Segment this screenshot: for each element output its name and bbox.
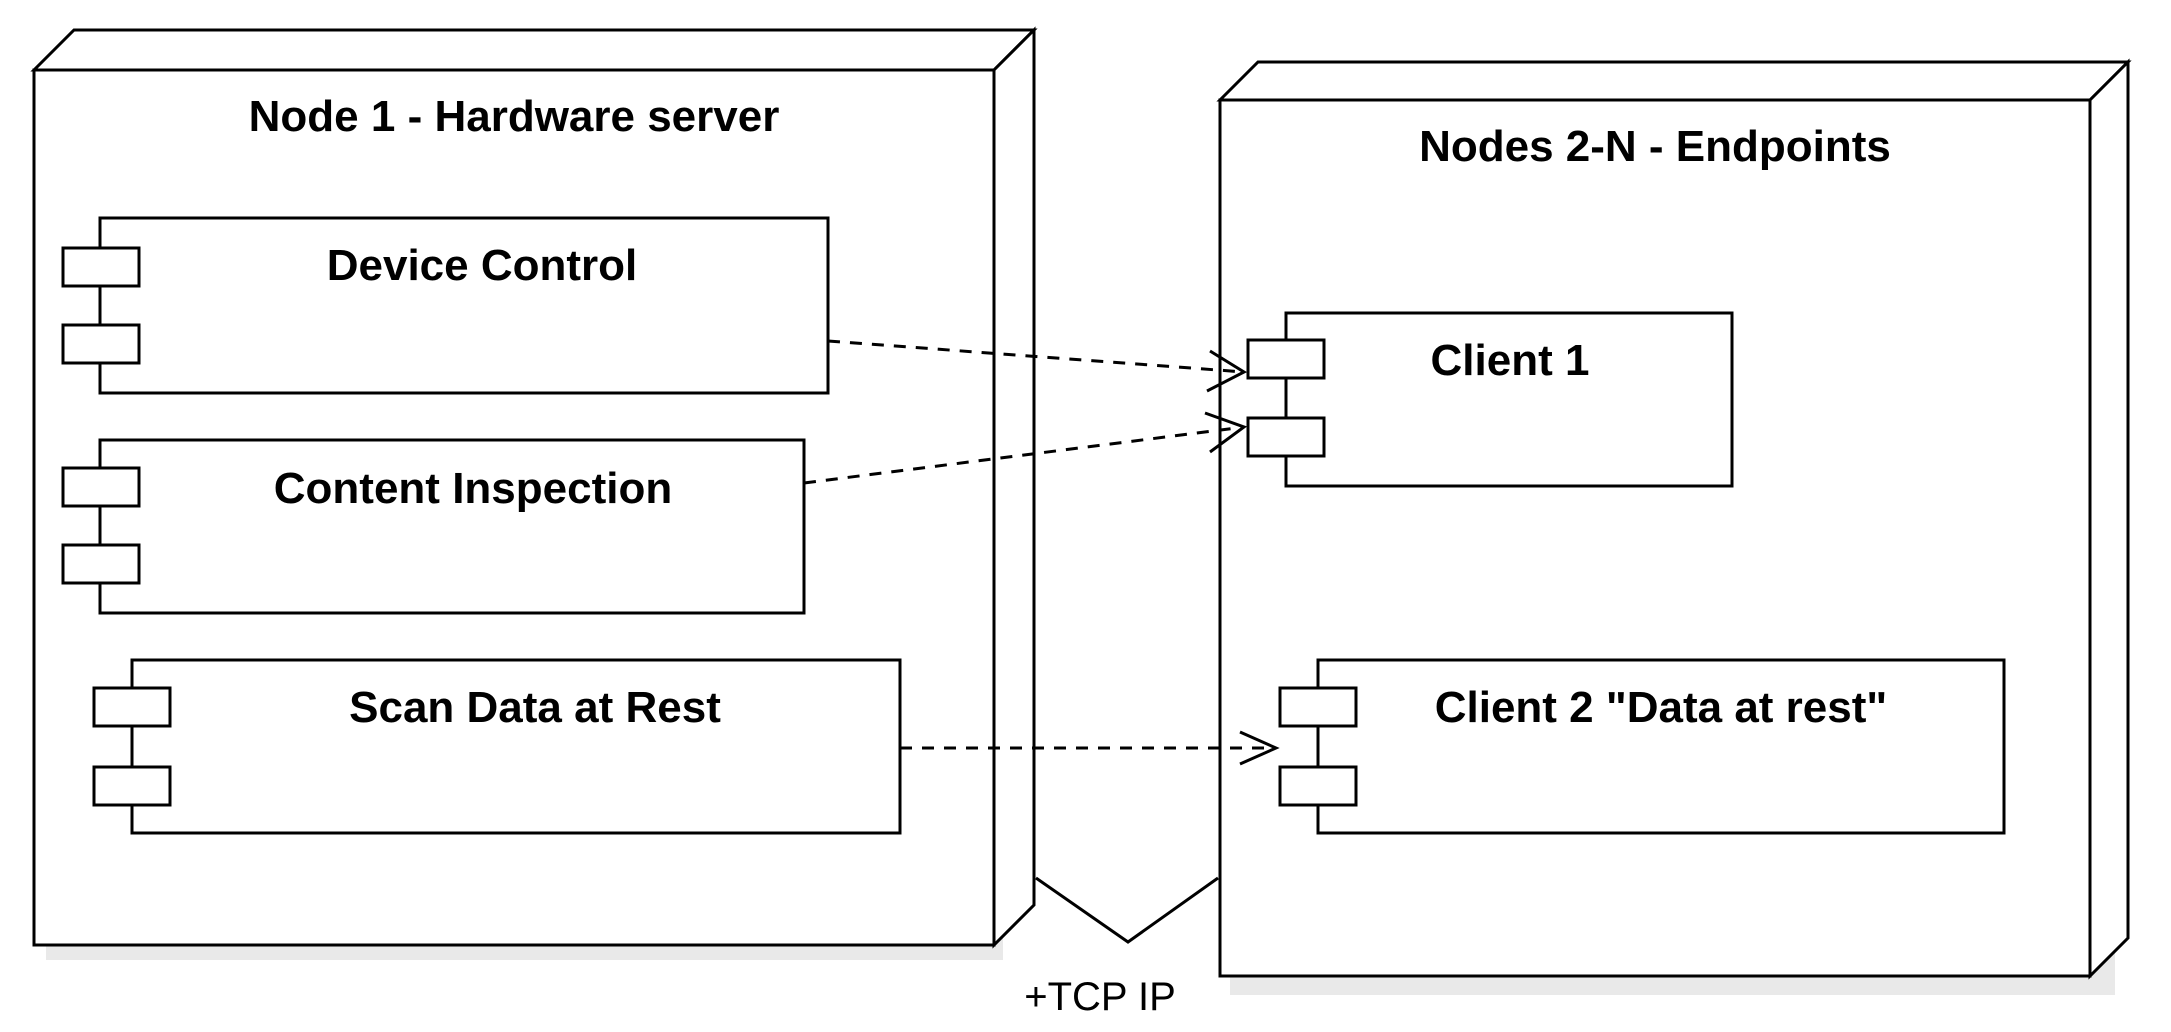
node-2-top-face bbox=[1216, 60, 2132, 102]
component-client-1 bbox=[1246, 311, 1734, 488]
communication-path-label: +TCP IP bbox=[1024, 975, 1176, 1019]
dependency-content-inspection-to-client-1 bbox=[803, 411, 1248, 485]
dependency-scan-data-to-client-2 bbox=[900, 730, 1280, 766]
component-port-icon bbox=[61, 246, 141, 288]
component-port-icon bbox=[61, 543, 141, 585]
component-content-inspection bbox=[61, 438, 806, 615]
component-port-icon bbox=[1246, 416, 1326, 458]
component-scan-data-at-rest bbox=[92, 658, 902, 835]
component-box bbox=[98, 438, 806, 615]
node-1-top-face bbox=[30, 28, 1038, 72]
component-port-icon bbox=[61, 466, 141, 508]
node-endpoints bbox=[1216, 58, 2132, 980]
arrowhead-icon bbox=[1239, 730, 1280, 766]
component-port-icon bbox=[1278, 686, 1358, 728]
component-content-inspection-label: Content Inspection bbox=[274, 464, 672, 513]
dependency-line bbox=[803, 425, 1245, 485]
arrowhead-icon bbox=[1206, 349, 1248, 393]
component-box bbox=[1316, 658, 2006, 835]
component-device-control bbox=[61, 216, 830, 395]
component-box bbox=[1284, 311, 1734, 488]
communication-path bbox=[1035, 876, 1219, 944]
component-scan-data-at-rest-label: Scan Data at Rest bbox=[349, 683, 721, 732]
component-client-2 bbox=[1278, 658, 2006, 835]
arrowhead-icon bbox=[1204, 411, 1248, 454]
node-1-side-face bbox=[992, 26, 1036, 949]
component-port-icon bbox=[1246, 338, 1326, 380]
component-port-icon bbox=[92, 686, 172, 728]
component-box bbox=[98, 216, 830, 395]
component-client-2-label: Client 2 "Data at rest" bbox=[1435, 683, 1888, 732]
node-2-front-face bbox=[1218, 98, 2092, 978]
component-port-icon bbox=[92, 765, 172, 807]
dependency-device-control-to-client-1 bbox=[827, 339, 1248, 393]
dependency-line bbox=[827, 339, 1245, 374]
node-2-title: Nodes 2-N - Endpoints bbox=[1419, 122, 1891, 171]
component-device-control-label: Device Control bbox=[327, 241, 638, 290]
component-port-icon bbox=[1278, 765, 1358, 807]
component-box bbox=[130, 658, 902, 835]
component-client-1-label: Client 1 bbox=[1431, 336, 1590, 385]
node-1-title: Node 1 - Hardware server bbox=[249, 92, 780, 141]
component-port-icon bbox=[61, 323, 141, 365]
node-2-side-face bbox=[2088, 58, 2130, 980]
